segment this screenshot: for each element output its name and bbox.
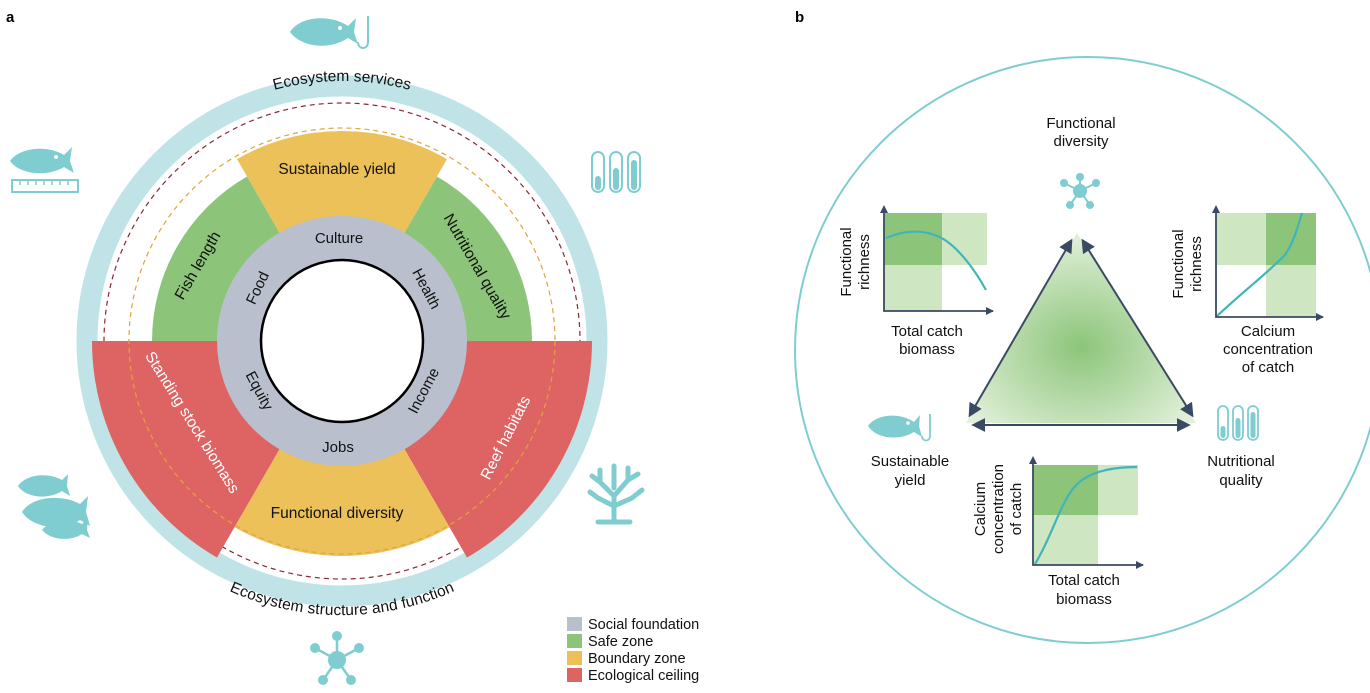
mini-plot-left: Functional richness Total catch biomass — [838, 205, 994, 358]
segment-functional-diversity: Functional diversity — [271, 505, 404, 522]
plot-right-ylabel-2: richness — [1188, 236, 1205, 292]
legend-boundary-zone: Boundary zone — [588, 651, 686, 667]
panel-b-letter: b — [795, 9, 804, 26]
social-foundation-ring — [217, 216, 467, 466]
legend-safe-zone: Safe zone — [588, 634, 653, 650]
network-diversity-icon-b — [1060, 173, 1100, 209]
coral-icon — [587, 463, 645, 525]
plot-right-xlabel-3: of catch — [1242, 359, 1295, 376]
segment-nutritional-quality-shape — [402, 176, 532, 341]
test-tubes-icon — [591, 151, 641, 193]
vertex-left-line1: Sustainable — [871, 453, 949, 470]
plot-bottom-xlabel-2: biomass — [1056, 591, 1112, 608]
mini-plot-right: Functional richness Calcium concentratio… — [1170, 205, 1324, 376]
curve-left — [885, 230, 987, 291]
vertex-top-line2: diversity — [1053, 133, 1109, 150]
legend: Social foundation Safe zone Boundary zon… — [567, 617, 699, 684]
trade-off-triangle — [966, 233, 1196, 423]
vertex-right-line1: Nutritional — [1207, 453, 1275, 470]
plot-bottom-xlabel-1: Total catch — [1048, 572, 1120, 589]
vertex-left-line2: yield — [895, 472, 926, 489]
test-tubes-icon-b — [1217, 405, 1259, 441]
legend-swatch-boundary — [567, 651, 582, 665]
panel-a-letter: a — [6, 9, 15, 26]
panel-b-circle — [794, 56, 1370, 644]
segment-fish-length-shape — [152, 176, 282, 341]
plot-right-xlabel-1: Calcium — [1241, 323, 1295, 340]
network-diversity-icon — [310, 631, 364, 685]
boundary-dashed-circle — [128, 127, 556, 555]
fish-ruler-icon — [10, 147, 79, 193]
legend-swatch-social — [567, 617, 582, 631]
legend-ecological-ceiling: Ecological ceiling — [588, 668, 699, 684]
plot-bottom-ylabel-2: concentration — [990, 464, 1007, 554]
plot-right-xlabel-2: concentration — [1223, 341, 1313, 358]
social-jobs: Jobs — [322, 439, 354, 456]
inner-circle — [259, 258, 425, 424]
plot-right-ylabel-1: Functional — [1170, 229, 1187, 298]
fish-school-icon — [18, 474, 90, 539]
triangle-edge-right — [1081, 238, 1194, 418]
legend-social-foundation: Social foundation — [588, 617, 699, 633]
segment-sustainable-yield-shape — [237, 130, 447, 238]
triangle-edge-left — [968, 238, 1073, 418]
plot-left-xlabel-2: biomass — [899, 341, 955, 358]
ecosystem-ring — [76, 75, 608, 607]
curve-bottom — [1034, 465, 1138, 565]
fish-hook-icon-b — [868, 414, 931, 442]
plot-left-ylabel-2: richness — [856, 234, 873, 290]
legend-swatch-safe — [567, 634, 582, 648]
plot-bottom-ylabel-3: of catch — [1008, 483, 1025, 536]
curve-right — [1216, 212, 1304, 317]
vertex-top-line1: Functional — [1046, 115, 1115, 132]
segment-sustainable-yield: Sustainable yield — [278, 161, 395, 178]
segment-functional-diversity-shape — [234, 444, 450, 556]
vertex-right-line2: quality — [1219, 472, 1263, 489]
mini-plot-bottom: Calcium concentration of catch Total cat… — [972, 456, 1144, 608]
plot-left-ylabel-1: Functional — [838, 227, 855, 296]
fish-hook-icon — [290, 16, 369, 49]
social-culture: Culture — [315, 230, 363, 247]
legend-swatch-ceiling — [567, 668, 582, 682]
plot-bottom-ylabel-1: Calcium — [972, 482, 989, 536]
plot-left-xlabel-1: Total catch — [891, 323, 963, 340]
